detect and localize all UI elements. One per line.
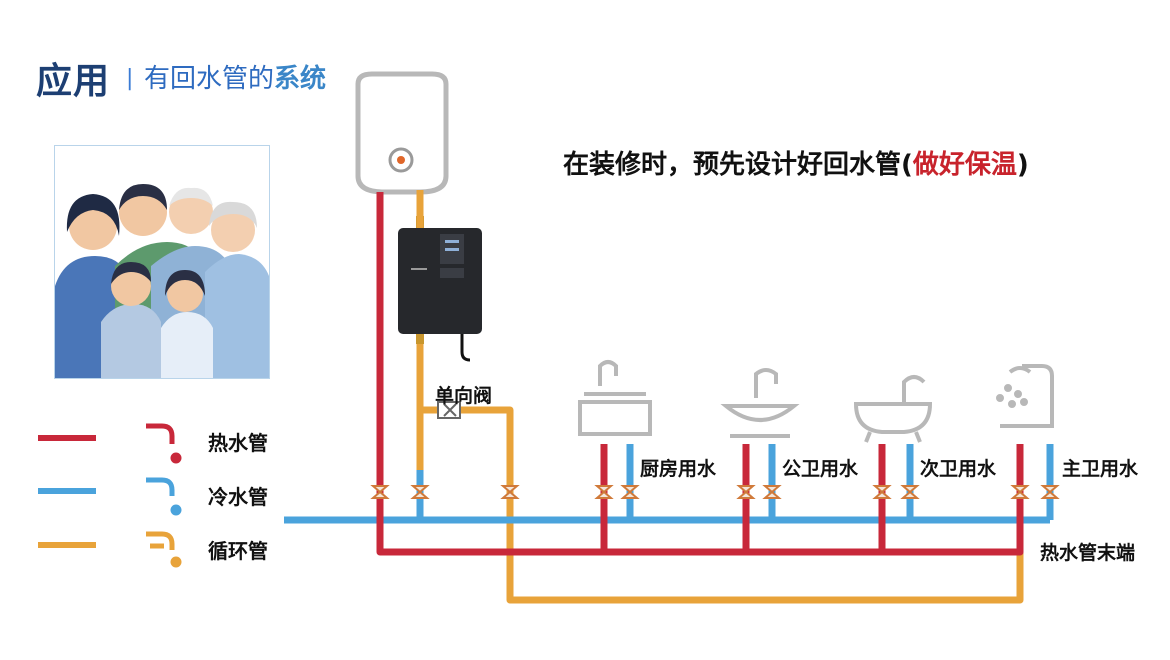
headline-highlight: 做好保温 — [912, 150, 1017, 180]
kitchen-sink-icon — [578, 360, 652, 436]
circulation-pump-icon — [398, 216, 482, 362]
legend-cold-label: 冷水管 — [208, 485, 268, 509]
shower-icon — [996, 364, 1054, 428]
headline-text: 在装修时，预先设计好回水管 — [563, 150, 902, 180]
page-subtitle: 有回水管的系统 — [144, 58, 326, 95]
hot-pipe-end-label: 热水管末端 — [1040, 542, 1136, 564]
valve-icons — [370, 485, 1060, 499]
public-bath-label: 公卫用水 — [782, 458, 859, 480]
subtitle-prefix: 有回水管的 — [144, 64, 275, 94]
check-valve-icon — [437, 401, 461, 419]
subtitle-highlight: 系统 — [274, 64, 327, 94]
family-illustration — [54, 145, 270, 379]
hot-faucet-icon — [146, 423, 182, 464]
master-bath-label: 主卫用水 — [1062, 458, 1139, 480]
page-title: 应用 — [36, 61, 111, 102]
headline-paren-close: ) — [1016, 150, 1029, 180]
second-bath-label: 次卫用水 — [920, 458, 997, 480]
cold-pipe — [284, 444, 1054, 524]
title-separator: | — [126, 66, 134, 91]
wash-basin-icon — [720, 368, 800, 438]
water-heater-icon — [355, 71, 449, 195]
bathtub-icon — [853, 375, 933, 443]
cold-faucet-icon — [146, 477, 182, 516]
kitchen-label: 厨房用水 — [640, 458, 717, 480]
circulation-faucet-icon — [146, 531, 182, 568]
circulation-pipe — [416, 190, 1024, 604]
legend-circulation-label: 循环管 — [208, 539, 268, 563]
headline-paren-open: ( — [901, 150, 913, 180]
check-valve-label: 单向阀 — [435, 385, 493, 407]
legend-hot-label: 热水管 — [208, 431, 268, 455]
legend-lines — [38, 435, 96, 548]
headline: 在装修时，预先设计好回水管(做好保温) — [563, 144, 1029, 181]
family-drawing — [55, 184, 269, 378]
